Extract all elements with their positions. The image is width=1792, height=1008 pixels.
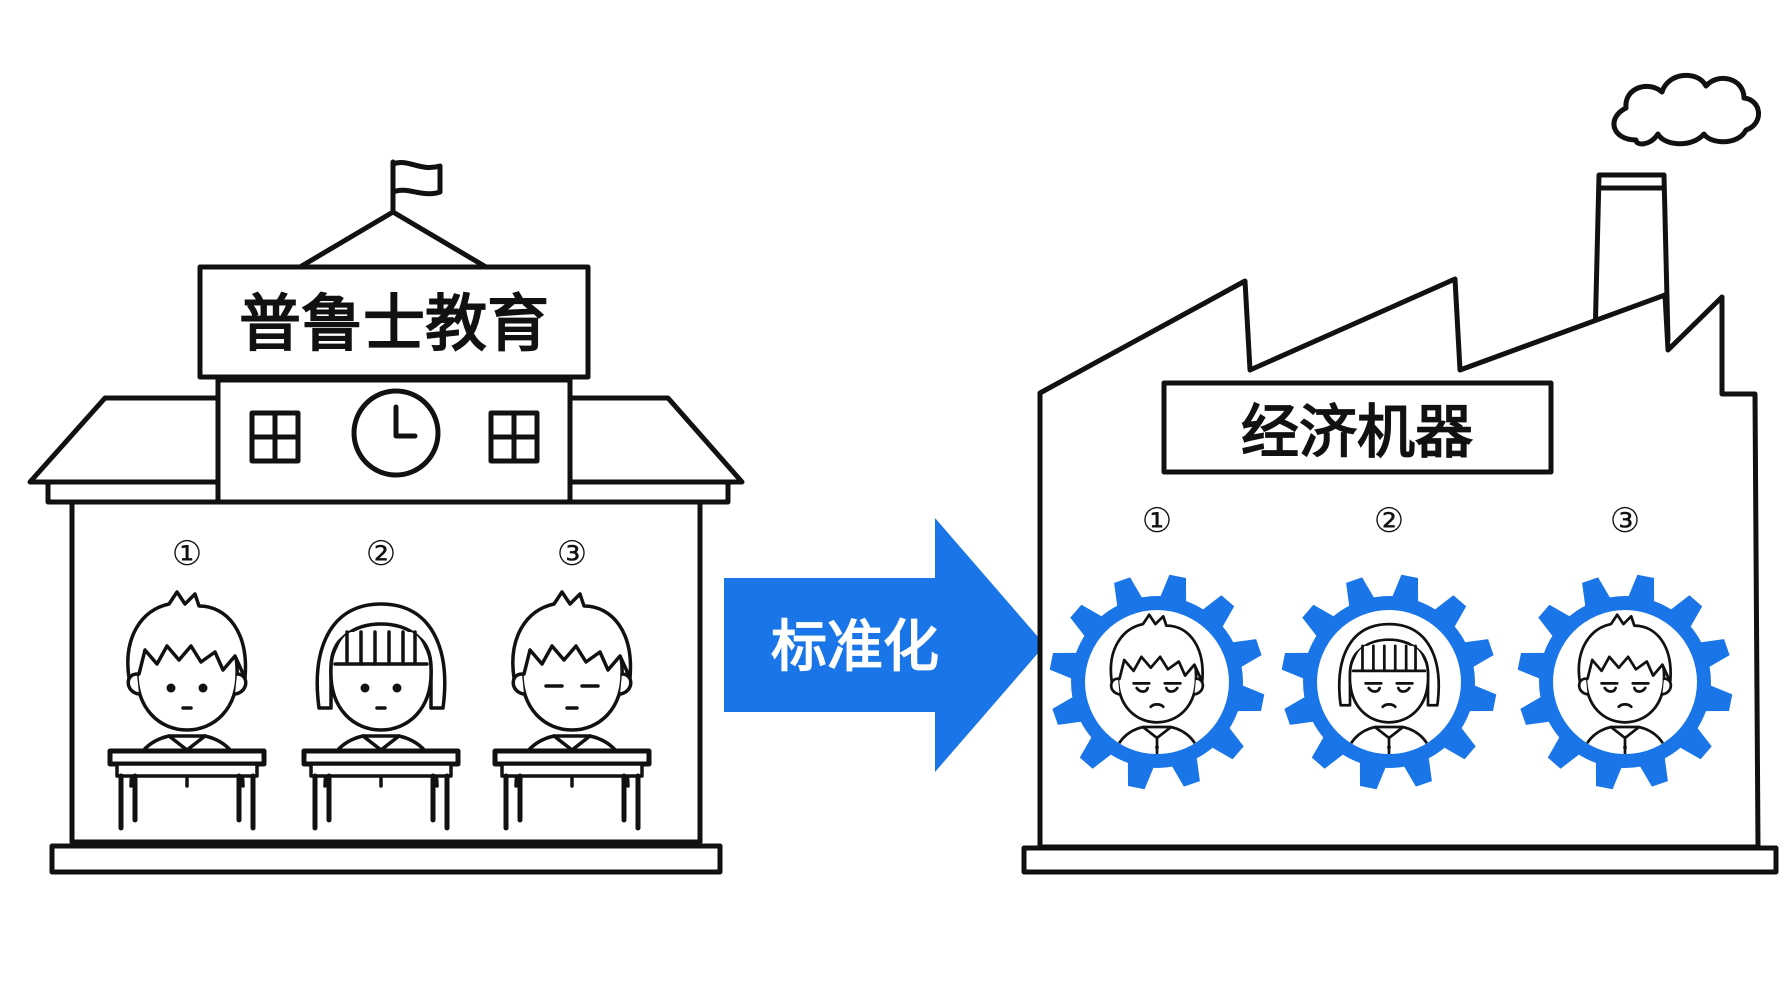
- school-base: [49, 843, 723, 875]
- clock-icon: [351, 388, 441, 478]
- desk-2: [301, 748, 461, 831]
- school-sign-board: [197, 264, 591, 380]
- seat-number-1: ①: [172, 534, 202, 574]
- arrow-icon: [724, 518, 1045, 772]
- window-left: [249, 410, 301, 464]
- window-right: [488, 410, 540, 464]
- desk-3: [492, 748, 652, 831]
- worker-3-boy: [1577, 613, 1673, 754]
- gear-1: [1049, 574, 1265, 790]
- gear-2: [1281, 574, 1497, 790]
- student-3-boy: [511, 590, 633, 788]
- school-sign: 普鲁士教育: [239, 287, 549, 360]
- desk-1: [107, 748, 267, 831]
- school-gable: [297, 209, 489, 270]
- worker-1-boy: [1109, 613, 1205, 754]
- flag-icon: [390, 160, 443, 197]
- seat-number-2: ②: [366, 534, 396, 574]
- seat-number-3: ③: [557, 534, 587, 574]
- worker-2-girl: [1337, 622, 1441, 754]
- right-roof: [555, 395, 745, 485]
- gear-number-1: ①: [1142, 501, 1172, 541]
- gear-3: [1517, 574, 1733, 790]
- left-roof: [27, 395, 233, 485]
- smoke-cloud-icon: [1611, 72, 1761, 147]
- standardize-arrow: 标准化: [724, 518, 1045, 772]
- factory-sign-board: [1161, 380, 1554, 475]
- students: [107, 590, 652, 831]
- arrow-label: 标准化: [771, 615, 939, 680]
- factory-sign: 经济机器: [1241, 398, 1474, 466]
- gear-number-3: ③: [1610, 501, 1640, 541]
- factory-base: [1021, 845, 1779, 875]
- gear-number-2: ②: [1374, 501, 1404, 541]
- gears: [1049, 574, 1733, 790]
